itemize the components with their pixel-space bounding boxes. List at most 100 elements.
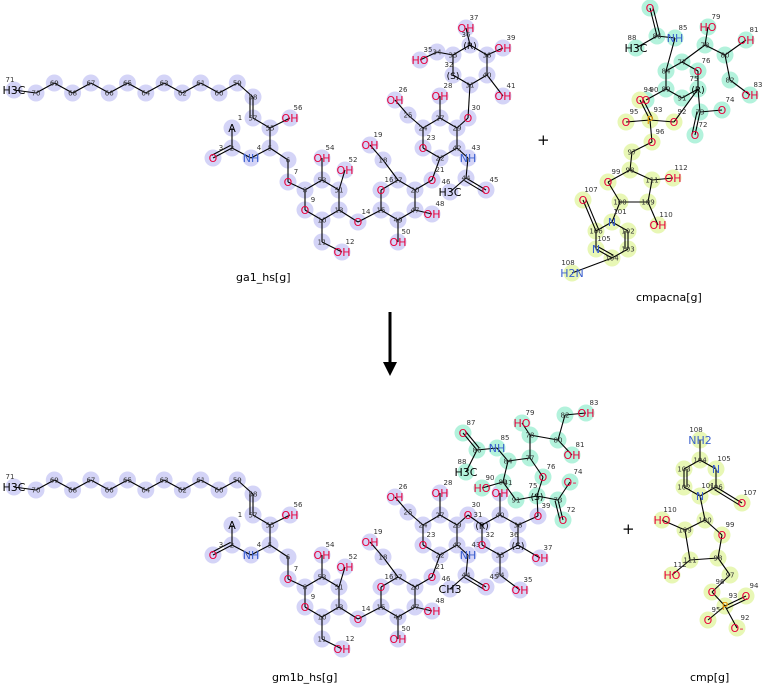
bond [338, 606, 359, 620]
bond [699, 486, 717, 497]
atom-number: 2 [230, 542, 234, 550]
atom-number: 109 [641, 199, 654, 207]
bond [380, 179, 399, 191]
atom-number: 31 [466, 82, 475, 90]
atom-number: 40 [496, 512, 505, 520]
bond [439, 147, 458, 159]
atom-symbol: OH [390, 633, 407, 646]
atom-number: 12 [346, 635, 355, 643]
atom-number: 97 [726, 572, 735, 580]
atom-symbol: O- [564, 476, 577, 489]
bond [422, 117, 441, 129]
atom-number: 70 [32, 487, 41, 495]
atom-symbol: O [482, 581, 491, 594]
bond [338, 209, 359, 223]
double-bond [464, 430, 480, 449]
atom-symbol: OH [314, 549, 331, 562]
bond [649, 119, 675, 123]
bond [414, 606, 433, 612]
atom-number: 108 [561, 259, 574, 267]
bond [557, 414, 566, 441]
atom-symbol: H2N [560, 267, 584, 280]
bond [13, 89, 37, 94]
atom-symbol: OH [495, 90, 512, 103]
bond [452, 74, 471, 86]
atom-number: 95 [630, 108, 639, 116]
bond [673, 88, 699, 123]
atom-number: 41 [507, 82, 516, 90]
atom-number: 6 [286, 554, 291, 562]
bond [431, 554, 441, 578]
bond [665, 61, 683, 72]
bond [212, 147, 233, 159]
atom-number: 14 [362, 208, 371, 216]
bond [681, 88, 699, 99]
atom-symbol: O [742, 590, 751, 603]
atom-number: 107 [584, 186, 597, 194]
bond [72, 479, 92, 491]
atom-number: 1 [238, 114, 242, 122]
atom-number: 5 [268, 542, 272, 550]
bond [231, 147, 252, 159]
bond [369, 144, 384, 161]
atom-symbol: OH [390, 236, 407, 249]
bond [108, 82, 128, 94]
atom-number: 77 [678, 59, 687, 67]
bond [72, 82, 92, 94]
atom-symbol: O [419, 142, 428, 155]
double-bond [691, 111, 698, 135]
bond [287, 578, 306, 588]
atom-number: 41 [504, 479, 513, 487]
bond [321, 179, 340, 191]
bond [465, 449, 478, 473]
atom-number: 45 [490, 573, 499, 581]
atom-number: 50 [402, 228, 411, 236]
bond [481, 481, 504, 489]
atom-number: 8 [303, 584, 307, 592]
bond [517, 515, 539, 526]
bond [467, 514, 483, 526]
bond [469, 74, 488, 86]
atom-symbol: H3C [455, 466, 478, 479]
bond [724, 595, 747, 607]
bond [357, 209, 382, 223]
atom-number: 70 [32, 90, 41, 98]
atom-number: 63 [160, 477, 169, 485]
bond [683, 486, 701, 497]
atom-number: 39 [542, 502, 551, 510]
bond [90, 82, 110, 94]
atom-number: 26 [399, 483, 408, 491]
bond [681, 44, 706, 63]
atom-number: 43 [472, 144, 481, 152]
bond [607, 181, 621, 203]
bond [729, 79, 751, 96]
bond [218, 82, 238, 94]
bond [397, 179, 416, 191]
atom-number: 99 [726, 521, 735, 529]
atom-number: 5 [268, 145, 272, 153]
atom-number: 92 [741, 614, 750, 622]
atom-number: 109 [678, 527, 691, 535]
atom-number: 19 [374, 131, 383, 139]
bond [717, 534, 723, 559]
atom-symbol: OH [424, 605, 441, 618]
atom-number: 98 [714, 555, 723, 563]
atom-symbol: OH [362, 536, 379, 549]
bond [13, 486, 37, 491]
atom-number: 101 [613, 208, 626, 216]
atom-number: 6 [286, 157, 291, 165]
atom-number: 48 [436, 597, 445, 605]
atom-number: 55 [266, 125, 275, 133]
atom-number: 51 [335, 584, 344, 592]
bond [422, 147, 441, 159]
atom-number: 8 [303, 187, 307, 195]
bond [35, 479, 55, 491]
bond [665, 37, 676, 72]
bond [649, 7, 658, 37]
bond [35, 82, 55, 94]
atom-number: 33 [496, 552, 505, 560]
atom-number: 78 [526, 432, 535, 440]
double-bond [585, 198, 600, 231]
atom-symbol: O [539, 471, 548, 484]
atom-symbol: OH [314, 152, 331, 165]
